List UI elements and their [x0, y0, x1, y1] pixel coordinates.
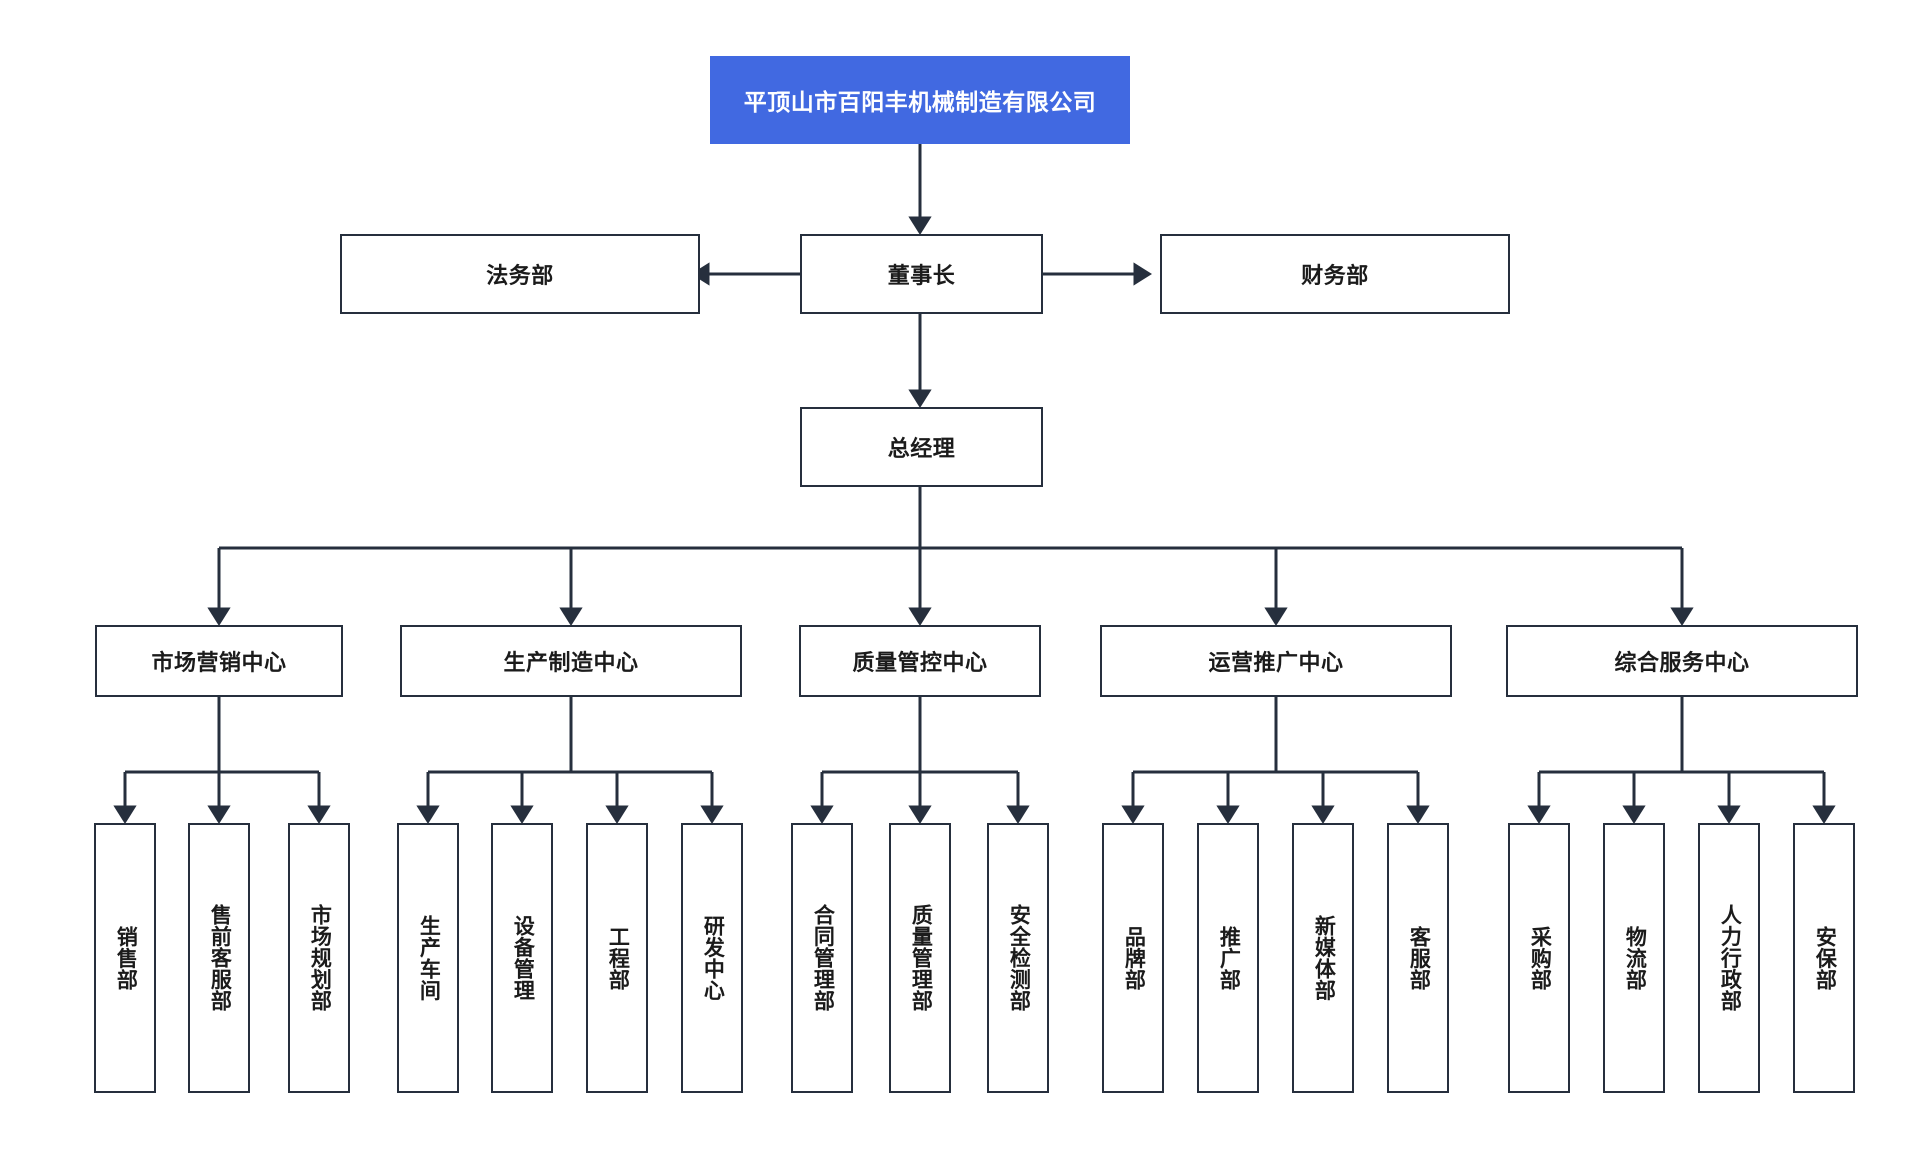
node-legal-department[interactable]: 法务部 [340, 234, 700, 314]
node-center-quality[interactable]: 质量管控中心 [799, 625, 1041, 697]
node-dept-equipment-management[interactable]: 设备管理 [491, 823, 553, 1093]
node-dept-logistics-label: 物流部 [1623, 925, 1647, 991]
node-center-manufacturing[interactable]: 生产制造中心 [400, 625, 742, 697]
node-dept-rnd-center[interactable]: 研发中心 [681, 823, 743, 1093]
node-dept-brand-label: 品牌部 [1122, 925, 1146, 991]
node-center-general-services-label: 综合服务中心 [1614, 650, 1750, 675]
node-dept-brand[interactable]: 品牌部 [1102, 823, 1164, 1093]
node-dept-logistics[interactable]: 物流部 [1603, 823, 1665, 1093]
node-center-marketing[interactable]: 市场营销中心 [95, 625, 343, 697]
node-dept-security[interactable]: 安保部 [1793, 823, 1855, 1093]
node-dept-production-workshop[interactable]: 生产车间 [397, 823, 459, 1093]
node-center-operations-label: 运营推广中心 [1208, 650, 1344, 675]
node-legal-department-label: 法务部 [486, 263, 554, 288]
node-center-quality-label: 质量管控中心 [852, 650, 988, 675]
node-company-root[interactable]: 平顶山市百阳丰机械制造有限公司 [710, 56, 1130, 144]
node-dept-sales-label: 销售部 [114, 925, 138, 991]
node-dept-engineering-label: 工程部 [606, 925, 630, 991]
node-center-manufacturing-label: 生产制造中心 [503, 650, 639, 675]
node-center-general-services[interactable]: 综合服务中心 [1506, 625, 1858, 697]
node-dept-contract-management[interactable]: 合同管理部 [791, 823, 853, 1093]
node-dept-hr-administration[interactable]: 人力行政部 [1698, 823, 1760, 1093]
node-company-root-label: 平顶山市百阳丰机械制造有限公司 [743, 89, 1097, 115]
node-dept-procurement-label: 采购部 [1528, 925, 1552, 991]
node-general-manager[interactable]: 总经理 [800, 407, 1043, 487]
node-dept-contract-management-label: 合同管理部 [811, 904, 835, 1012]
node-chairman[interactable]: 董事长 [800, 234, 1043, 314]
node-center-operations[interactable]: 运营推广中心 [1100, 625, 1452, 697]
node-dept-sales[interactable]: 销售部 [94, 823, 156, 1093]
node-dept-production-workshop-label: 生产车间 [417, 915, 441, 1001]
node-dept-hr-administration-label: 人力行政部 [1718, 904, 1742, 1012]
node-dept-quality-management-label: 质量管理部 [909, 904, 933, 1012]
node-dept-presales-service-label: 售前客服部 [208, 904, 232, 1012]
node-dept-new-media[interactable]: 新媒体部 [1292, 823, 1354, 1093]
node-dept-presales-service[interactable]: 售前客服部 [188, 823, 250, 1093]
node-dept-engineering[interactable]: 工程部 [586, 823, 648, 1093]
node-dept-security-label: 安保部 [1813, 925, 1837, 991]
node-dept-quality-management[interactable]: 质量管理部 [889, 823, 951, 1093]
node-dept-new-media-label: 新媒体部 [1312, 915, 1336, 1001]
node-dept-rnd-center-label: 研发中心 [701, 915, 725, 1001]
node-finance-department-label: 财务部 [1301, 263, 1369, 288]
node-dept-market-planning-label: 市场规划部 [308, 904, 332, 1012]
node-chairman-label: 董事长 [887, 263, 956, 288]
node-dept-customer-service[interactable]: 客服部 [1387, 823, 1449, 1093]
node-dept-procurement[interactable]: 采购部 [1508, 823, 1570, 1093]
node-dept-safety-inspection[interactable]: 安全检测部 [987, 823, 1049, 1093]
node-dept-promotion-label: 推广部 [1217, 925, 1241, 991]
node-dept-customer-service-label: 客服部 [1407, 925, 1431, 991]
node-general-manager-label: 总经理 [887, 436, 956, 461]
node-dept-equipment-management-label: 设备管理 [511, 915, 535, 1001]
node-dept-safety-inspection-label: 安全检测部 [1007, 904, 1031, 1012]
node-center-marketing-label: 市场营销中心 [151, 650, 287, 675]
node-finance-department[interactable]: 财务部 [1160, 234, 1510, 314]
node-dept-promotion[interactable]: 推广部 [1197, 823, 1259, 1093]
node-dept-market-planning[interactable]: 市场规划部 [288, 823, 350, 1093]
